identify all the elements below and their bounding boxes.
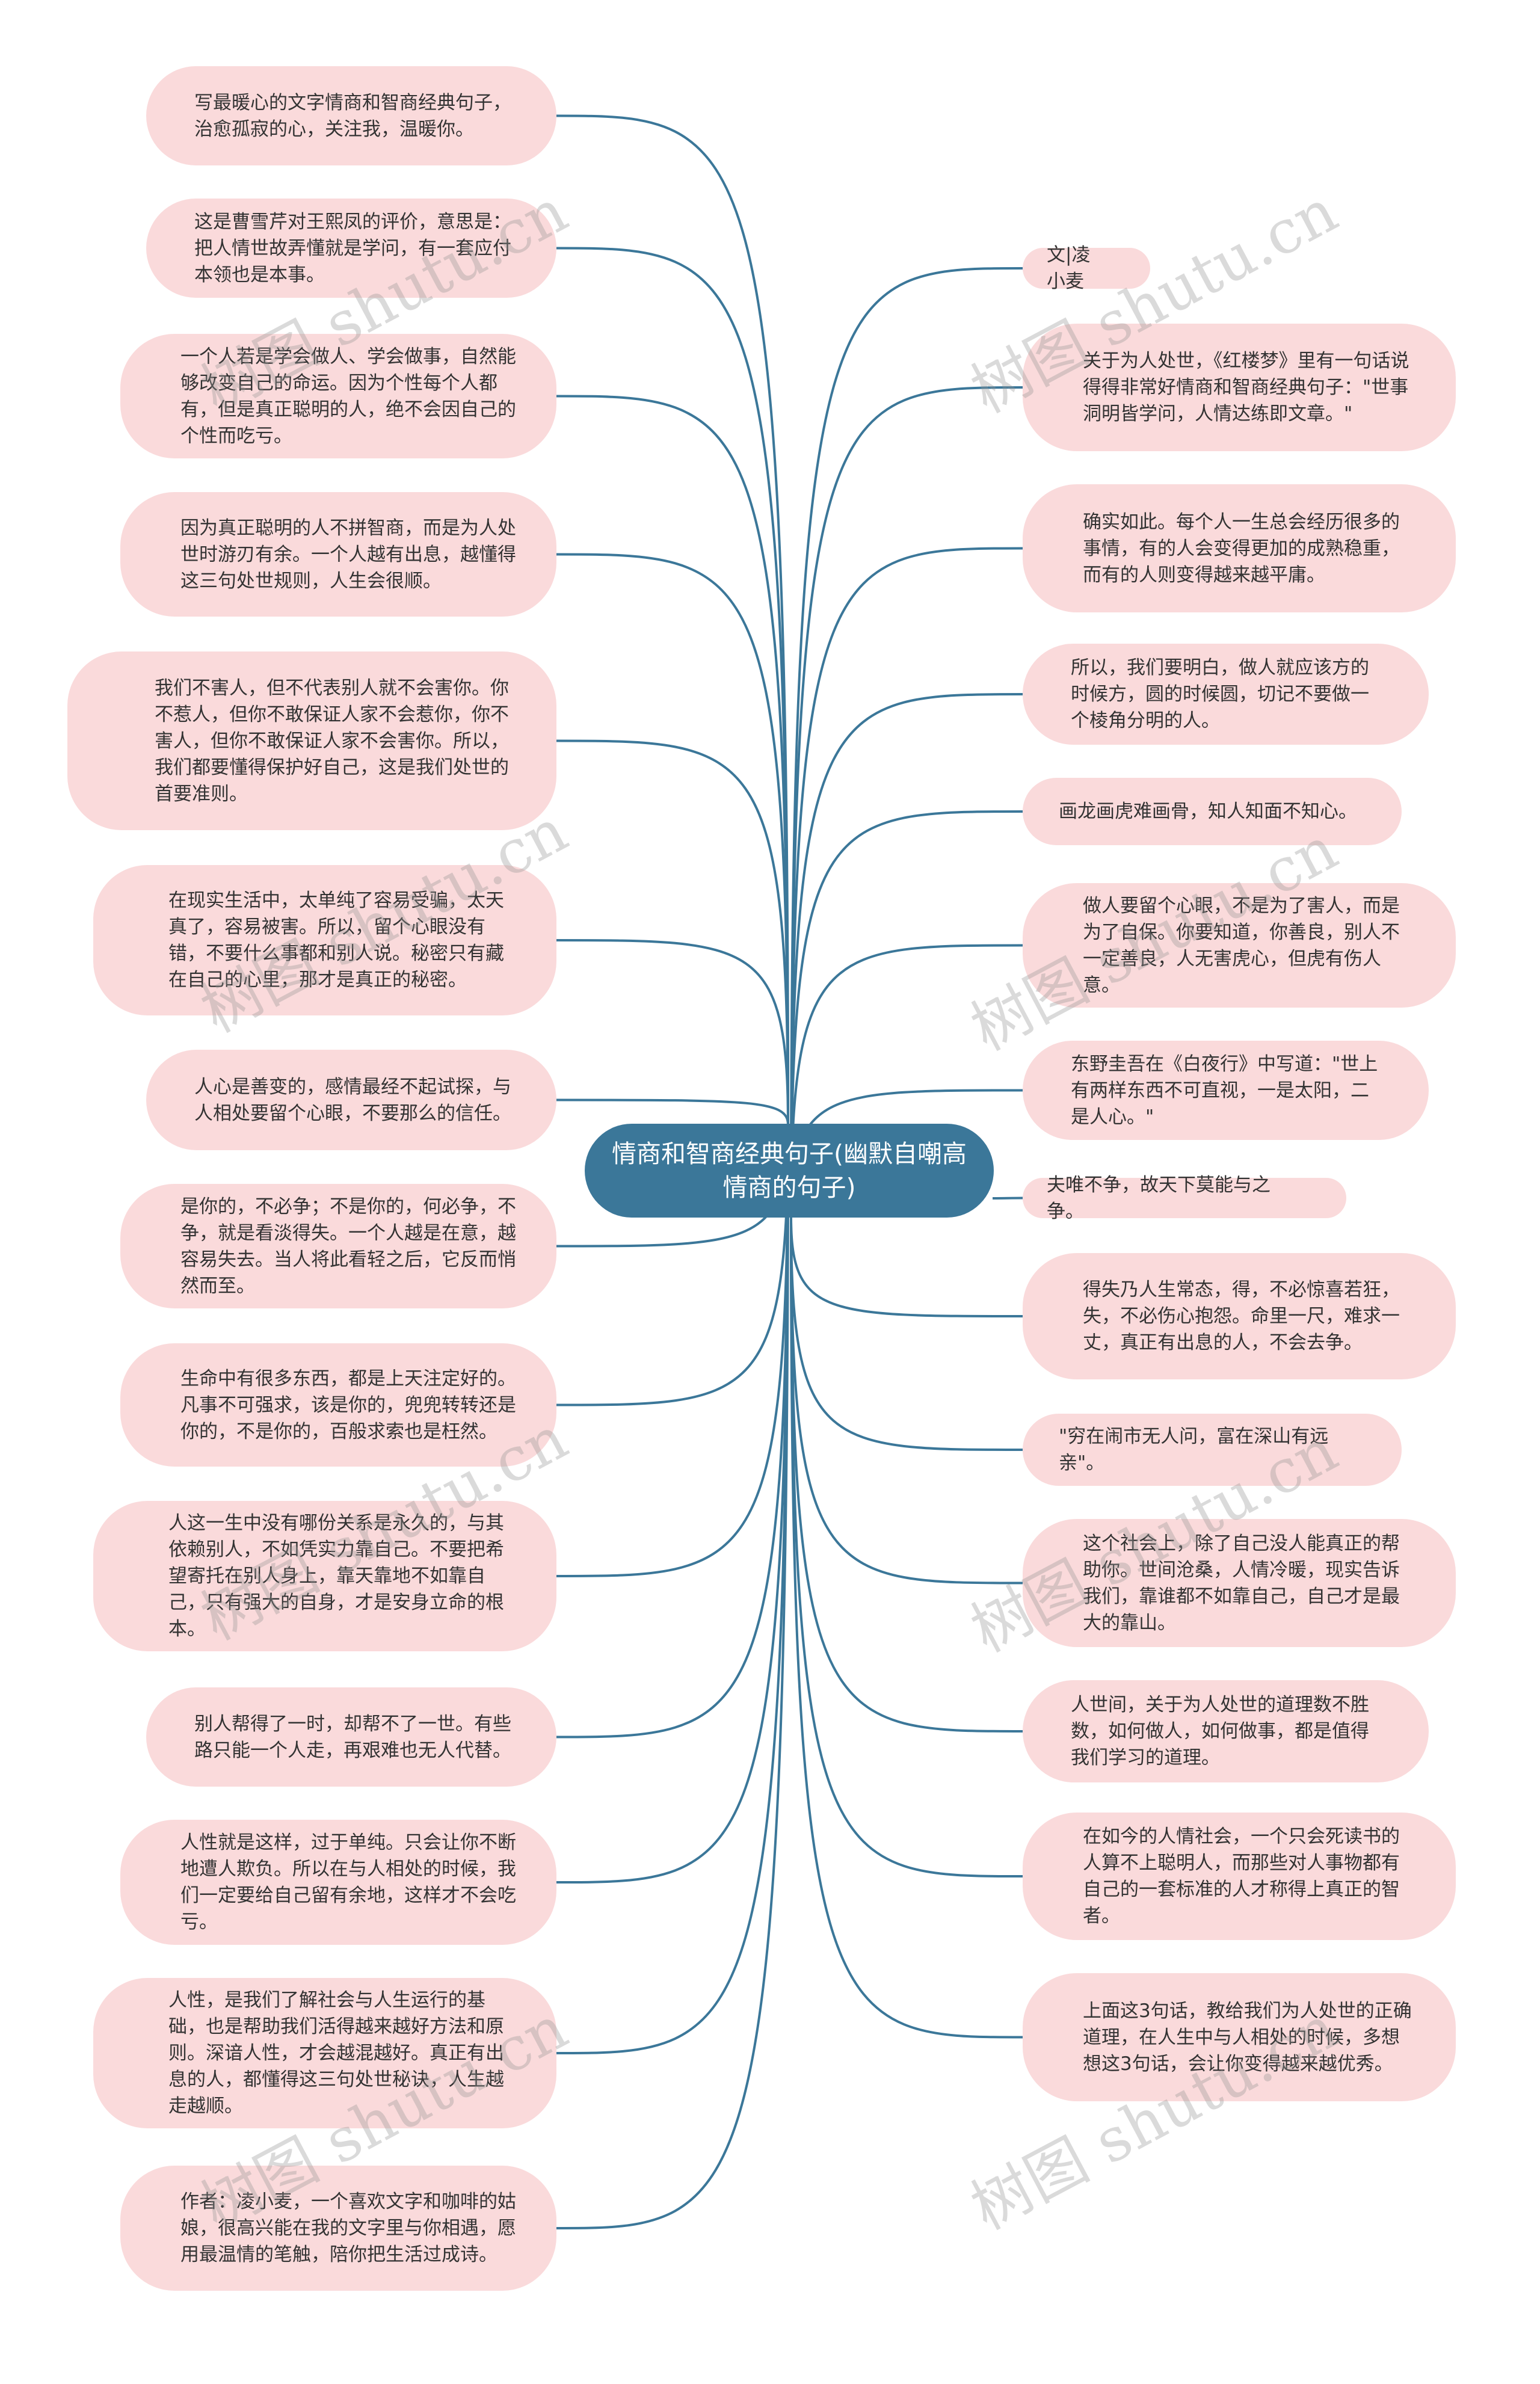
branch-text: 这是曹雪芹对王熙凤的评价，意思是：把人情世故弄懂就是学问，有一套应付本领也是本事… (194, 211, 511, 286)
branch-text: 一个人若是学会做人、学会做事，自然能够改变自己的命运。因为个性每个人都有，但是真… (180, 345, 516, 447)
left-branch-node[interactable]: 是你的，不必争；不是你的，何必争，不争，就是看淡得失。一个人越是在意，越容易失去… (120, 1184, 556, 1308)
left-branch-node[interactable]: 这是曹雪芹对王熙凤的评价，意思是：把人情世故弄懂就是学问，有一套应付本领也是本事… (146, 199, 556, 298)
connector-line (790, 1217, 1023, 1317)
left-branch-node[interactable]: 别人帮得了一时，却帮不了一世。有些路只能一个人走，再艰难也无人代替。 (146, 1687, 556, 1787)
branch-text: 上面这3句话，教给我们为人处世的正确道理，在人生中与人相处的时候，多想想这3句话… (1083, 2000, 1412, 2075)
branch-text: 是你的，不必争；不是你的，何必争，不争，就是看淡得失。一个人越是在意，越容易失去… (180, 1195, 516, 1297)
connector-line (556, 395, 789, 1126)
connector-line (790, 693, 1023, 1218)
branch-text: 人性，是我们了解社会与人生运行的基础，也是帮助我们活得越来越好方法和原则。深谙人… (168, 1989, 504, 2117)
left-branch-node[interactable]: 一个人若是学会做人、学会做事，自然能够改变自己的命运。因为个性每个人都有，但是真… (120, 334, 556, 458)
connector-line (556, 1124, 789, 1577)
branch-text: 确实如此。每个人一生总会经历很多的事情，有的人会变得更加的成熟稳重，而有的人则变… (1083, 511, 1400, 586)
right-branch-node[interactable]: 做人要留个心眼，不是为了害人，而是为了自保。你要知道，你善良，别人不一定善良，人… (1023, 883, 1456, 1008)
branch-text: 做人要留个心眼，不是为了害人，而是为了自保。你要知道，你善良，别人不一定善良，人… (1083, 895, 1400, 996)
connector-line (556, 553, 789, 1126)
connector-line (556, 1124, 789, 2054)
right-branch-node[interactable]: 关于为人处世，《红楼梦》里有一句话说得得非常好情商和智商经典句子："世事洞明皆学… (1023, 324, 1456, 451)
branch-text: 因为真正聪明的人不拼智商，而是为人处世时游刃有余。一个人越有出息，越懂得这三句处… (180, 517, 516, 592)
connector-line (556, 1124, 789, 2229)
left-branch-node[interactable]: 我们不害人，但不代表别人就不会害你。你不惹人，但你不敢保证人家不会惹你，你不害人… (67, 651, 556, 830)
connector-line (556, 939, 789, 1126)
left-branch-node[interactable]: 生命中有很多东西，都是上天注定好的。凡事不可强求，该是你的，兜兜转转还是你的，不… (120, 1343, 556, 1467)
connector-line (790, 386, 1023, 1218)
left-branch-node[interactable]: 因为真正聪明的人不拼智商，而是为人处世时游刃有余。一个人越有出息，越懂得这三句处… (120, 492, 556, 617)
connector-line (790, 1217, 1023, 2039)
right-branch-node[interactable]: "穷在闹市无人问，富在深山有远亲"。 (1023, 1414, 1402, 1486)
connector-line (556, 1124, 789, 1406)
connector-line (790, 944, 1023, 1218)
right-branch-node[interactable]: 画龙画虎难画骨，知人知面不知心。 (1023, 778, 1402, 845)
branch-text: 我们不害人，但不代表别人就不会害你。你不惹人，但你不敢保证人家不会惹你，你不害人… (155, 677, 509, 805)
branch-text: 生命中有很多东西，都是上天注定好的。凡事不可强求，该是你的，兜兜转转还是你的，不… (180, 1367, 516, 1443)
connector-line (790, 810, 1023, 1218)
left-branch-node[interactable]: 在现实生活中，太单纯了容易受骗，太天真了，容易被害。所以，留个心眼没有错，不要什… (93, 865, 556, 1015)
branch-text: 作者：凌小麦，一个喜欢文字和咖啡的姑娘，很高兴能在我的文字里与你相遇，愿用最温情… (180, 2191, 516, 2265)
left-branch-node[interactable]: 人这一生中没有哪份关系是永久的，与其依赖别人，不如凭实力靠自己。不要把希望寄托在… (93, 1501, 556, 1651)
connector-line (790, 1217, 1023, 1585)
left-branch-node[interactable]: 人心是善变的，感情最经不起试探，与人相处要留个心眼，不要那么的信任。 (146, 1050, 556, 1150)
branch-text: 文|凌小麦 (1047, 244, 1091, 292)
left-branch-node[interactable]: 作者：凌小麦，一个喜欢文字和咖啡的姑娘，很高兴能在我的文字里与你相遇，愿用最温情… (120, 2166, 556, 2291)
branch-text: "穷在闹市无人问，富在深山有远亲"。 (1059, 1426, 1329, 1474)
right-branch-node[interactable]: 所以，我们要明白，做人就应该方的时候方，圆的时候圆，切记不要做一个棱角分明的人。 (1023, 644, 1429, 745)
right-branch-node[interactable]: 夫唯不争，故天下莫能与之争。 (1023, 1174, 1346, 1222)
branch-text: 人世间，关于为人处世的道理数不胜数，如何做人，如何做事，都是值得我们学习的道理。 (1071, 1694, 1369, 1769)
connector-line (790, 267, 1023, 1218)
branch-text: 人性就是这样，过于单纯。只会让你不断地遭人欺负。所以在与人相处的时候，我们一定要… (180, 1832, 516, 1933)
right-branch-node[interactable]: 确实如此。每个人一生总会经历很多的事情，有的人会变得更加的成熟稳重，而有的人则变… (1023, 484, 1456, 612)
branch-text: 人心是善变的，感情最经不起试探，与人相处要留个心眼，不要那么的信任。 (194, 1076, 511, 1124)
left-branch-node[interactable]: 人性，是我们了解社会与人生运行的基础，也是帮助我们活得越来越好方法和原则。深谙人… (93, 1978, 556, 2128)
connector-line (556, 1098, 789, 1126)
branch-text: 在如今的人情社会，一个只会死读书的人算不上聪明人，而那些对人事物都有自己的一套标… (1083, 1826, 1400, 1927)
right-branch-node[interactable]: 人世间，关于为人处世的道理数不胜数，如何做人，如何做事，都是值得我们学习的道理。 (1023, 1680, 1429, 1782)
right-branch-node[interactable]: 东野圭吾在《白夜行》中写道："世上有两样东西不可直视，一是太阳，二是人心。" (1023, 1041, 1429, 1140)
branch-text: 得失乃人生常态，得，不必惊喜若狂，失，不必伤心抱怨。命里一尺，难求一丈，真正有出… (1083, 1279, 1400, 1354)
branch-text: 人这一生中没有哪份关系是永久的，与其依赖别人，不如凭实力靠自己。不要把希望寄托在… (168, 1512, 504, 1640)
right-branch-node[interactable]: 上面这3句话，教给我们为人处世的正确道理，在人生中与人相处的时候，多想想这3句话… (1023, 1973, 1456, 2101)
connector-line (992, 1197, 1023, 1200)
branch-text: 所以，我们要明白，做人就应该方的时候方，圆的时候圆，切记不要做一个棱角分明的人。 (1071, 657, 1369, 732)
left-branch-node[interactable]: 写最暖心的文字情商和智商经典句子，治愈孤寂的心，关注我，温暖你。 (146, 66, 556, 165)
branch-text: 别人帮得了一时，却帮不了一世。有些路只能一个人走，再艰难也无人代替。 (194, 1713, 511, 1761)
branch-text: 画龙画虎难画骨，知人知面不知心。 (1059, 801, 1357, 822)
branch-text: 东野圭吾在《白夜行》中写道："世上有两样东西不可直视，一是太阳，二是人心。" (1071, 1053, 1378, 1128)
connector-line (556, 247, 789, 1126)
central-topic[interactable]: 情商和智商经典句子(幽默自嘲高情商的句子) (585, 1124, 994, 1218)
branch-text: 写最暖心的文字情商和智商经典句子，治愈孤寂的心，关注我，温暖你。 (194, 91, 511, 140)
right-branch-node[interactable]: 在如今的人情社会，一个只会死读书的人算不上聪明人，而那些对人事物都有自己的一套标… (1023, 1813, 1456, 1940)
central-topic-label: 情商和智商经典句子(幽默自嘲高情商的句子) (612, 1139, 967, 1202)
connector-line (790, 547, 1023, 1218)
right-branch-node[interactable]: 这个社会上，除了自己没人能真正的帮助你。世间沧桑，人情冷暖，现实告诉我们，靠谁都… (1023, 1519, 1456, 1647)
connector-line (790, 1217, 1023, 1451)
connector-line (790, 1217, 1023, 1733)
connector-line (556, 739, 789, 1126)
left-branch-node[interactable]: 人性就是这样，过于单纯。只会让你不断地遭人欺负。所以在与人相处的时候，我们一定要… (120, 1820, 556, 1945)
right-branch-node[interactable]: 得失乃人生常态，得，不必惊喜若狂，失，不必伤心抱怨。命里一尺，难求一丈，真正有出… (1023, 1253, 1456, 1379)
branch-text: 夫唯不争，故天下莫能与之争。 (1047, 1174, 1270, 1222)
branch-text: 在现实生活中，太单纯了容易受骗，太天真了，容易被害。所以，留个心眼没有错，不要什… (168, 890, 504, 991)
branch-text: 这个社会上，除了自己没人能真正的帮助你。世间沧桑，人情冷暖，现实告诉我们，靠谁都… (1083, 1532, 1400, 1634)
right-branch-node[interactable]: 文|凌小麦 (1023, 244, 1150, 292)
connector-line (556, 114, 789, 1126)
branch-text: 关于为人处世，《红楼梦》里有一句话说得得非常好情商和智商经典句子："世事洞明皆学… (1083, 350, 1409, 425)
